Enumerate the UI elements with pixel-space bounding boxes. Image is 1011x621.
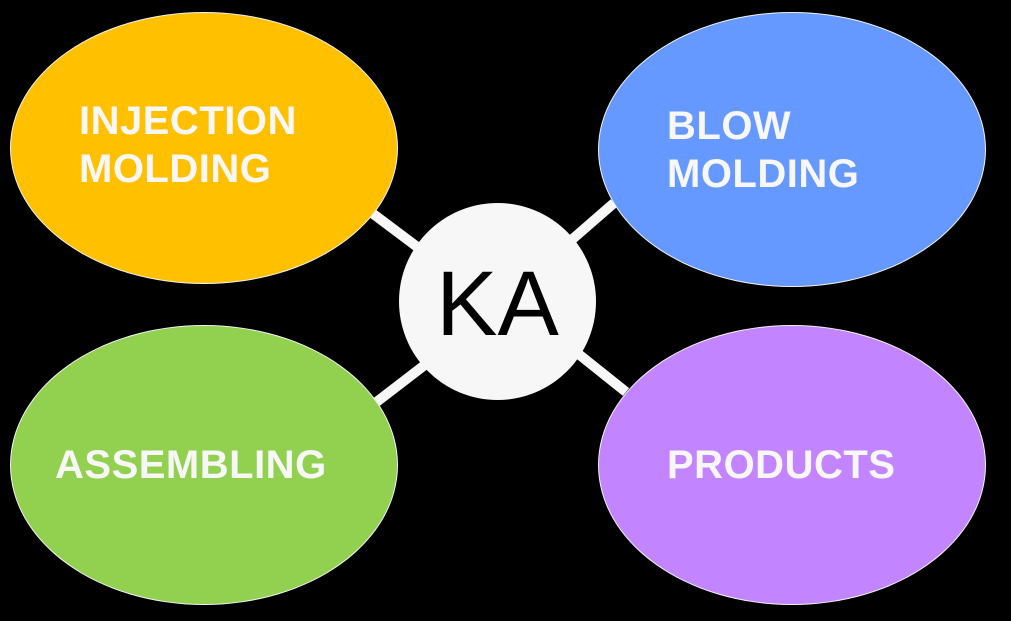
node-label-line: MOLDING	[667, 151, 860, 196]
connector-blow	[564, 199, 618, 247]
node-products: PRODUCTS	[598, 325, 986, 605]
center-label: KA	[436, 252, 559, 355]
node-label-line: INJECTION	[79, 99, 297, 143]
node-label: PRODUCTS	[667, 441, 895, 489]
center-node: KA	[399, 203, 596, 400]
node-assembling: ASSEMBLING	[10, 325, 398, 605]
node-label: INJECTION MOLDING	[79, 97, 297, 193]
connector-products	[572, 348, 630, 396]
node-blow-molding: BLOW MOLDING	[598, 12, 986, 287]
connector-assembling	[370, 360, 430, 408]
node-label: ASSEMBLING	[55, 441, 327, 489]
node-label-line: ASSEMBLING	[55, 443, 327, 487]
node-injection-molding: INJECTION MOLDING	[10, 12, 398, 284]
node-label: BLOW MOLDING	[667, 102, 859, 198]
node-label-line: PRODUCTS	[667, 443, 896, 487]
node-label-line: BLOW	[667, 103, 792, 148]
node-label-line: MOLDING	[79, 147, 272, 191]
